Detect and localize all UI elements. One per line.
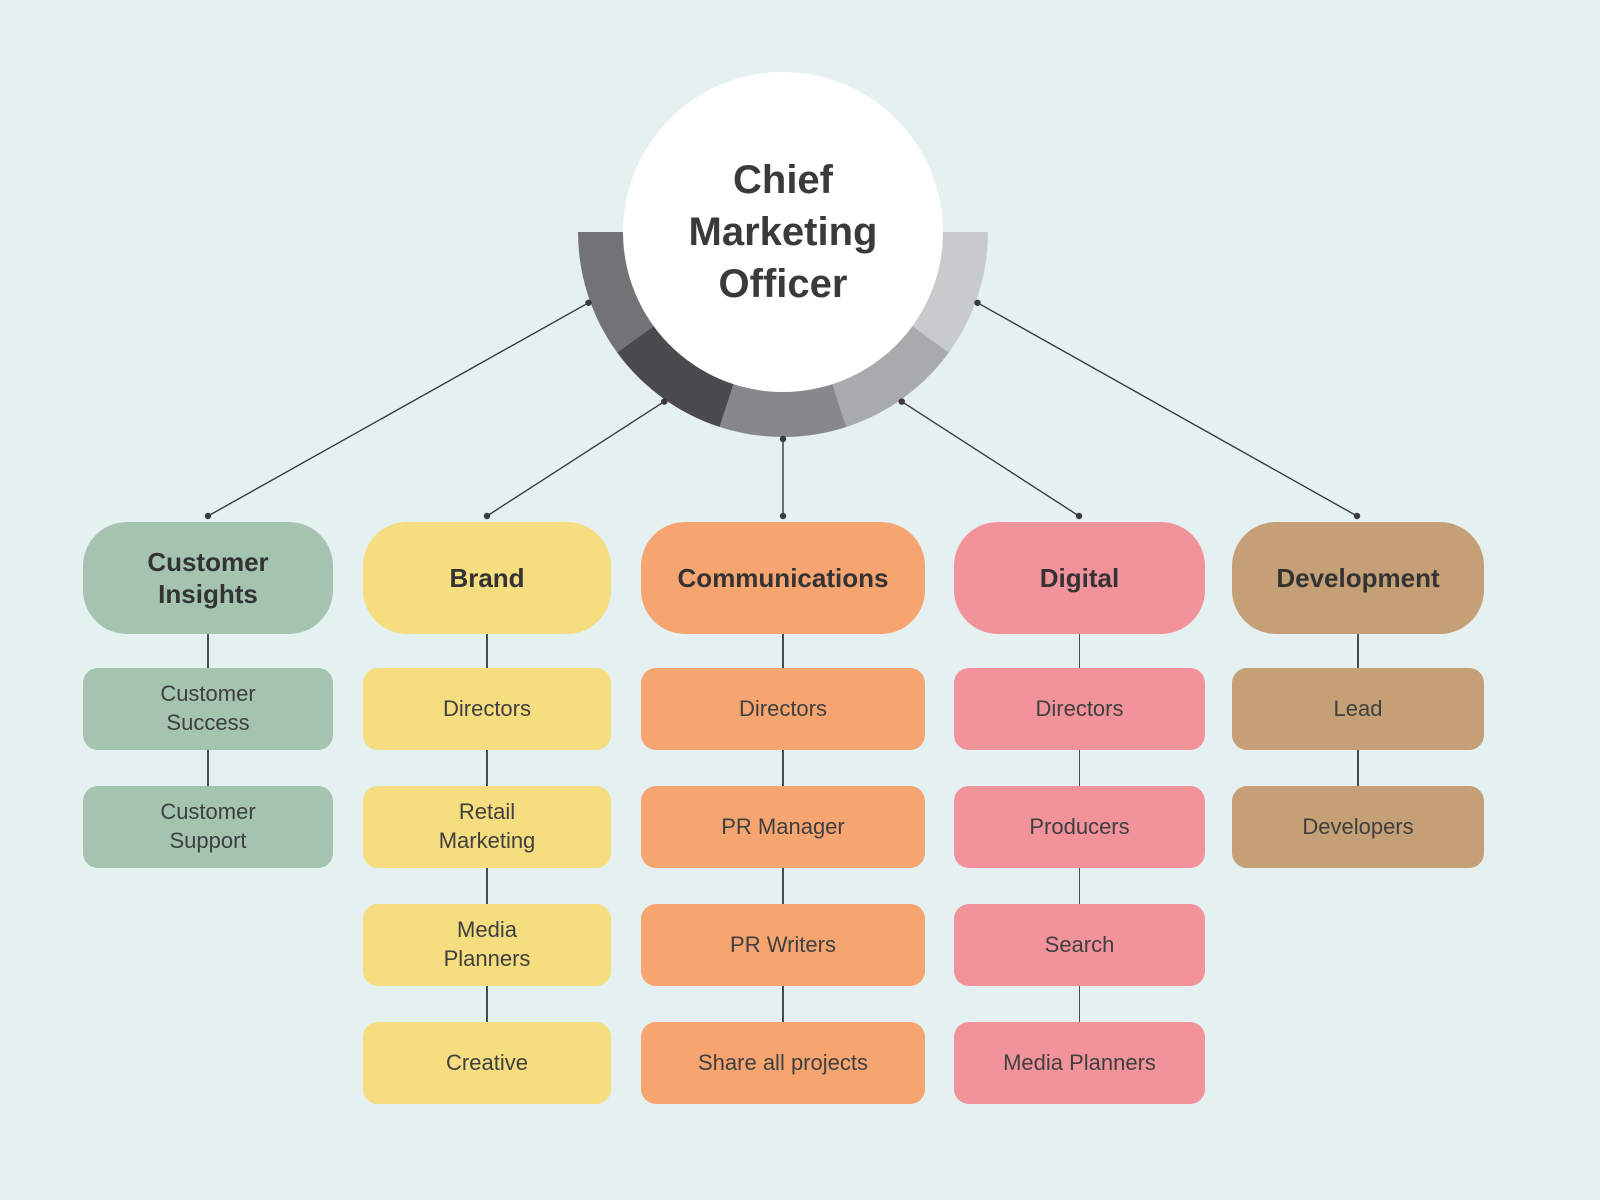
branch-communications: Communications Directors PR Manager PR W… (641, 522, 925, 1104)
org-item: Directors (954, 668, 1205, 750)
branch-customer-insights: Customer Insights Customer Success Custo… (83, 522, 333, 868)
org-item: Creative (363, 1022, 611, 1104)
org-item-label: Customer Support (160, 799, 256, 853)
org-item-label: PR Writers (730, 931, 836, 957)
org-item-label: Producers (1029, 813, 1130, 839)
branch-brand: Brand Directors Retail Marketing Media P… (363, 522, 611, 1104)
org-item-label: Retail Marketing (438, 799, 536, 853)
branch-header: Digital (954, 522, 1205, 634)
branch-header: Development (1232, 522, 1484, 634)
org-item: Retail Marketing (363, 786, 611, 868)
branch-header-label: Brand (449, 562, 525, 593)
org-item-label: PR Manager (721, 813, 845, 839)
org-item-label: Share all projects (698, 1049, 868, 1075)
root-title: Chief Marketing Officer (688, 158, 878, 306)
org-item: PR Writers (641, 904, 925, 986)
org-item: Media Planners (363, 904, 611, 986)
org-item-label: Creative (446, 1049, 528, 1075)
org-item: Directors (641, 668, 925, 750)
branch-header-label: Development (1276, 562, 1440, 593)
org-item: Customer Support (83, 786, 333, 868)
org-item-label: Media Planners (1003, 1049, 1156, 1075)
org-item: PR Manager (641, 786, 925, 868)
branch-header: Communications (641, 522, 925, 634)
branch-header-label: Customer Insights (147, 546, 269, 610)
branch-development: Development Lead Developers (1232, 522, 1484, 868)
root-node: Chief Marketing Officer (623, 72, 943, 392)
org-item-label: Customer Success (160, 681, 256, 735)
branch-header-label: Communications (677, 562, 889, 593)
org-item: Directors (363, 668, 611, 750)
org-item: Media Planners (954, 1022, 1205, 1104)
org-item-label: Directors (1035, 695, 1124, 721)
org-item: Customer Success (83, 668, 333, 750)
org-item-label: Lead (1333, 695, 1383, 721)
branch-header-label: Digital (1039, 562, 1120, 593)
org-item-label: Developers (1302, 813, 1414, 839)
branch-header: Brand (363, 522, 611, 634)
org-item-label: Directors (738, 695, 827, 721)
org-item: Producers (954, 786, 1205, 868)
org-item: Share all projects (641, 1022, 925, 1104)
branch-digital: Digital Directors Producers Search Media… (954, 522, 1205, 1104)
org-item-label: Search (1044, 931, 1115, 957)
branch-header: Customer Insights (83, 522, 333, 634)
org-item: Search (954, 904, 1205, 986)
org-item: Lead (1232, 668, 1484, 750)
org-item-label: Media Planners (443, 917, 531, 971)
org-item-label: Directors (442, 695, 531, 721)
org-item: Developers (1232, 786, 1484, 868)
